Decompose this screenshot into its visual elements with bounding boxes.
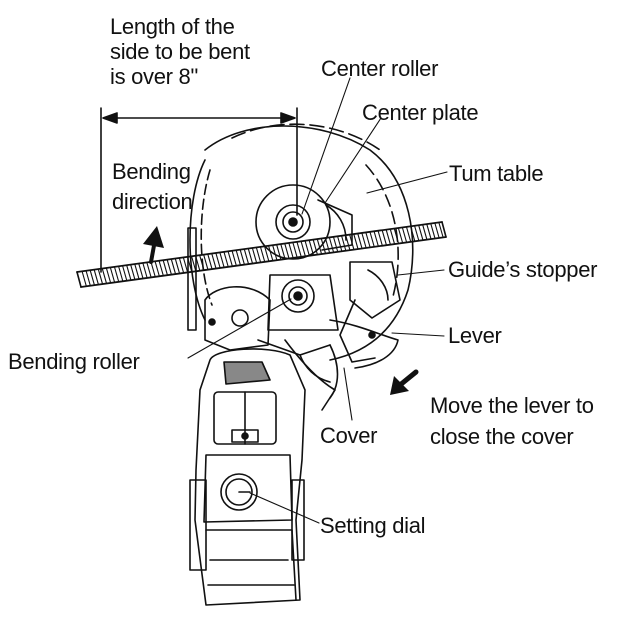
guides-stopper [339,261,401,363]
leader-setting-dial [249,492,320,524]
handle-body [189,348,306,606]
leader-center-plate [324,117,382,204]
bending-roller [267,274,339,331]
label-turn-table: Tum table [449,161,544,186]
label-move-lever-line1: Move the lever to [430,393,594,418]
leader-cover [343,367,353,421]
setting-dial [220,473,258,511]
leader-lines [187,77,448,524]
move-lever-arrow [390,369,419,395]
leader-bending-roller [187,298,292,359]
label-length-line3: is over 8" [110,64,198,89]
center-roller [255,184,331,260]
label-length-line1: Length of the [110,14,235,39]
lever [329,319,399,369]
leader-center-roller [301,77,351,215]
label-bending-roller: Bending roller [8,349,140,374]
label-length-line2: side to be bent [110,39,250,64]
leader-turn-table [366,171,448,194]
cover [284,339,339,411]
label-lever: Lever [448,323,502,348]
bending-direction-arrow [143,226,164,264]
label-move-lever-line2: close the cover [430,424,574,449]
label-cover: Cover [320,423,378,448]
label-guides-stopper: Guide’s stopper [448,257,598,282]
label-bending-direction-line2: direction [112,189,193,214]
leader-lever [391,332,445,337]
rebar [76,221,447,288]
label-center-roller: Center roller [321,56,439,81]
label-bending-direction-line1: Bending [112,159,191,184]
housing-left [187,227,331,383]
leader-guides-stopper [397,269,445,276]
label-setting-dial: Setting dial [320,513,426,538]
label-center-plate: Center plate [362,100,479,125]
